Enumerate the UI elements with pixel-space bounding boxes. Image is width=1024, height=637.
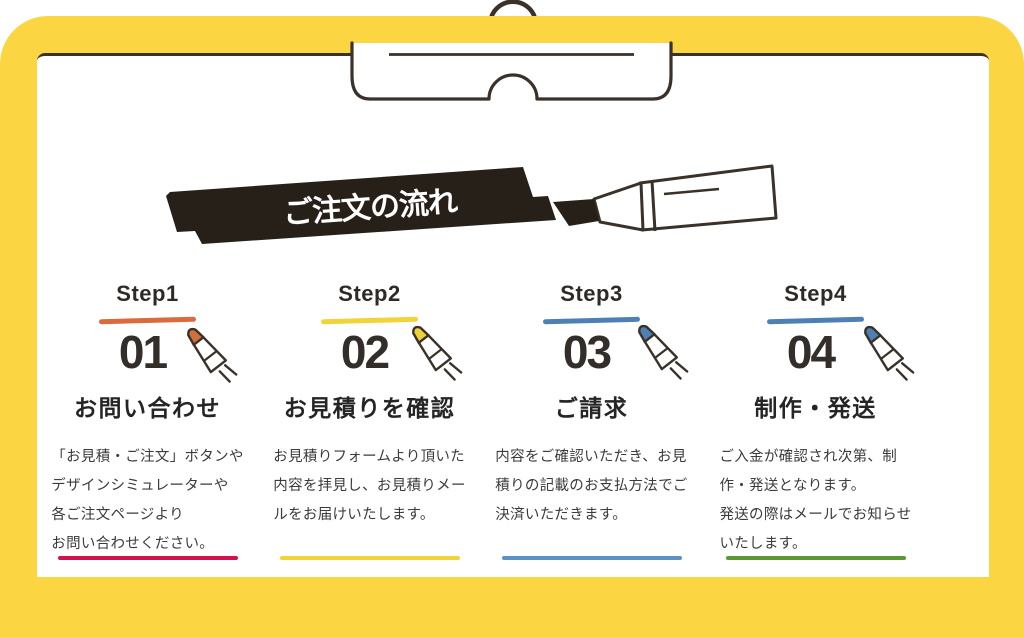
step-label: Step4 xyxy=(784,281,847,306)
step-description: お見積りフォームより頂いた 内容を拝見し、お見積りメー ルをお届けいたします。 xyxy=(273,448,466,523)
step-underline xyxy=(766,316,865,324)
step-bottom-line xyxy=(57,556,238,560)
step-number: 02 xyxy=(340,325,390,378)
step-underline xyxy=(542,316,641,324)
step-description: 「お見積・ご注文」ボタンや デザインシミュレーターや 各ご注文ページより お問い… xyxy=(51,448,244,552)
step-description: ご入金が確認され次第、制 作・発送となります。 発送の際はメールでお知らせ いた… xyxy=(719,448,912,552)
step-label: Step3 xyxy=(560,281,623,306)
step-heading: お問い合わせ xyxy=(74,394,221,421)
step-underline xyxy=(98,316,197,324)
step-number: 03 xyxy=(562,325,612,378)
step-label: Step1 xyxy=(116,281,179,306)
step-column-2: Step2 02 お見積りを確認 お見積りフォームより頂いた 内容を拝見し、お見… xyxy=(262,283,477,577)
step-number: 04 xyxy=(786,325,836,378)
step-label: Step2 xyxy=(338,281,401,306)
step-bottom-line xyxy=(279,556,460,560)
step-underline xyxy=(320,316,419,324)
step-column-1: Step1 01 お問い合わせ 「お見積・ご注文」ボタンや デザインシミュレータ… xyxy=(40,283,255,577)
step-bottom-line xyxy=(501,556,682,560)
page-panel xyxy=(37,53,989,577)
step-number: 01 xyxy=(118,325,168,378)
clip-ring-icon xyxy=(488,0,538,21)
step-description: 内容をご確認いただき、お見 積りの記載のお支払方法でご 決済いただきます。 xyxy=(495,448,688,523)
step-heading: ご請求 xyxy=(554,394,629,421)
step-column-4: Step4 04 制作・発送 ご入金が確認され次第、制 作・発送となります。 発… xyxy=(708,283,923,577)
step-heading: お見積りを確認 xyxy=(283,394,456,421)
step-column-3: Step3 03 ご請求 内容をご確認いただき、お見 積りの記載のお支払方法でご… xyxy=(484,283,699,577)
step-heading: 制作・発送 xyxy=(754,394,877,421)
steps-section: Step1 01 お問い合わせ 「お見積・ご注文」ボタンや デザインシミュレータ… xyxy=(0,283,1024,577)
step-bottom-line xyxy=(725,556,906,560)
